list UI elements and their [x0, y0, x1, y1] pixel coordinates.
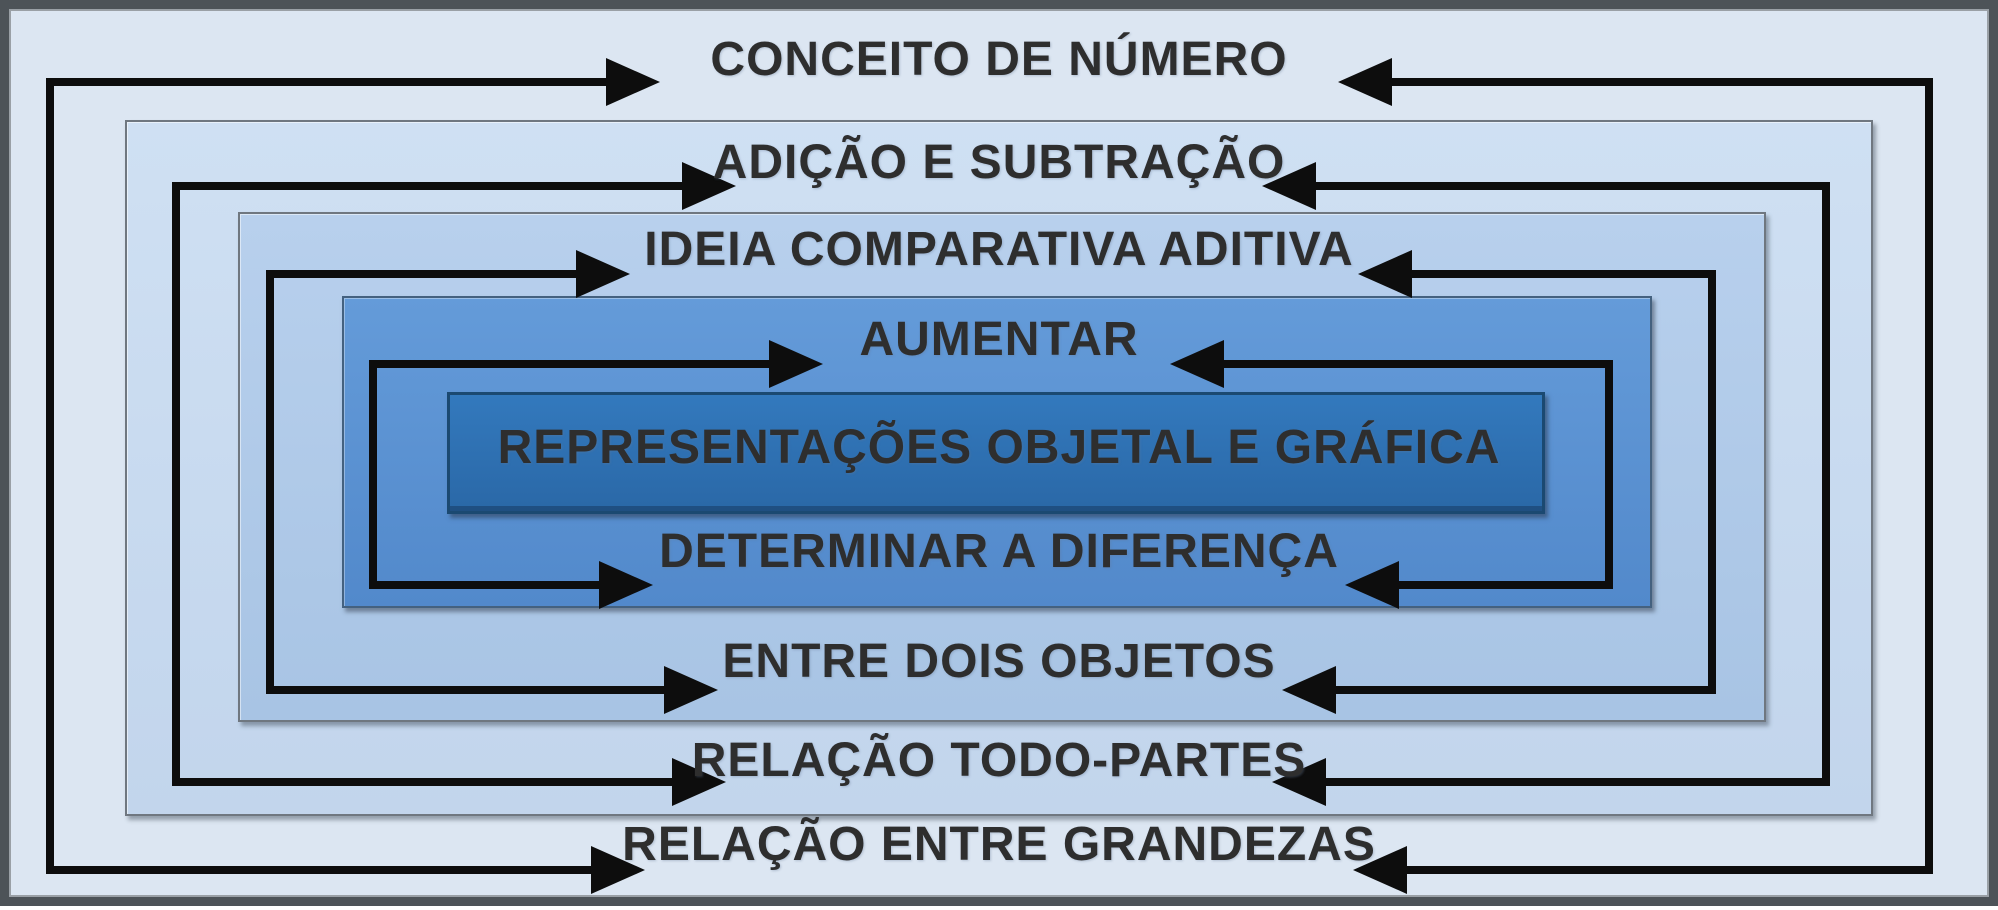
- arrow-line-right-top-level-2: [1302, 182, 1826, 190]
- arrowhead-right-icon: [664, 666, 718, 714]
- arrow-line-right-bottom-level-4: [1385, 581, 1605, 589]
- arrow-line-left-top-level-4: [373, 360, 783, 368]
- arrowhead-right-icon: [591, 846, 645, 894]
- arrow-line-left-bottom-level-3: [270, 686, 678, 694]
- arrowhead-left-icon: [1282, 666, 1336, 714]
- label-representacoes-objetal-e-grafica: REPRESENTAÇÕES OBJETAL E GRÁFICA: [497, 421, 1501, 474]
- label-relacao-entre-grandezas: RELAÇÃO ENTRE GRANDEZAS: [622, 818, 1376, 871]
- arrowhead-left-icon: [1338, 58, 1392, 106]
- bracket-left-level-1: [46, 78, 54, 874]
- arrowhead-left-icon: [1272, 758, 1326, 806]
- arrowhead-left-icon: [1345, 561, 1399, 609]
- arrow-line-left-bottom-level-2: [176, 778, 686, 786]
- arrow-line-left-top-level-2: [176, 182, 696, 190]
- bracket-left-level-2: [172, 182, 180, 786]
- arrow-line-right-top-level-1: [1378, 78, 1933, 86]
- arrow-line-right-bottom-level-2: [1312, 778, 1822, 786]
- bracket-right-level-1: [1925, 78, 1933, 874]
- bracket-right-level-3: [1708, 270, 1716, 694]
- arrowhead-right-icon: [672, 758, 726, 806]
- label-entre-dois-objetos: ENTRE DOIS OBJETOS: [722, 635, 1276, 688]
- label-relacao-todo-partes: RELAÇÃO TODO-PARTES: [691, 734, 1307, 787]
- label-aumentar: AUMENTAR: [859, 313, 1139, 366]
- arrow-line-left-top-level-1: [50, 78, 620, 86]
- arrow-line-right-top-level-4: [1210, 360, 1605, 368]
- arrow-line-left-bottom-level-4: [373, 581, 613, 589]
- label-conceito-de-numero: CONCEITO DE NÚMERO: [710, 33, 1288, 86]
- bracket-right-level-2: [1822, 182, 1830, 786]
- arrowhead-right-icon: [606, 58, 660, 106]
- label-adicao-e-subtracao: ADIÇÃO E SUBTRAÇÃO: [712, 136, 1286, 189]
- bracket-right-level-4: [1605, 360, 1613, 589]
- level-5-box: [447, 392, 1545, 514]
- arrowhead-right-icon: [599, 561, 653, 609]
- label-determinar-a-diferenca: DETERMINAR A DIFERENÇA: [659, 525, 1339, 578]
- arrowhead-right-icon: [682, 162, 736, 210]
- label-ideia-comparativa-aditiva: IDEIA COMPARATIVA ADITIVA: [644, 223, 1354, 276]
- arrowhead-right-icon: [576, 250, 630, 298]
- arrow-line-left-bottom-level-1: [50, 866, 605, 874]
- arrowhead-left-icon: [1358, 250, 1412, 298]
- arrow-line-right-top-level-3: [1398, 270, 1708, 278]
- arrow-line-right-bottom-level-1: [1393, 866, 1929, 874]
- bracket-left-level-4: [369, 360, 377, 589]
- bracket-left-level-3: [266, 270, 274, 694]
- arrowhead-right-icon: [769, 340, 823, 388]
- arrowhead-left-icon: [1170, 340, 1224, 388]
- arrow-line-right-bottom-level-3: [1322, 686, 1708, 694]
- arrowhead-left-icon: [1353, 846, 1407, 894]
- arrow-line-left-top-level-3: [270, 270, 590, 278]
- arrowhead-left-icon: [1262, 162, 1316, 210]
